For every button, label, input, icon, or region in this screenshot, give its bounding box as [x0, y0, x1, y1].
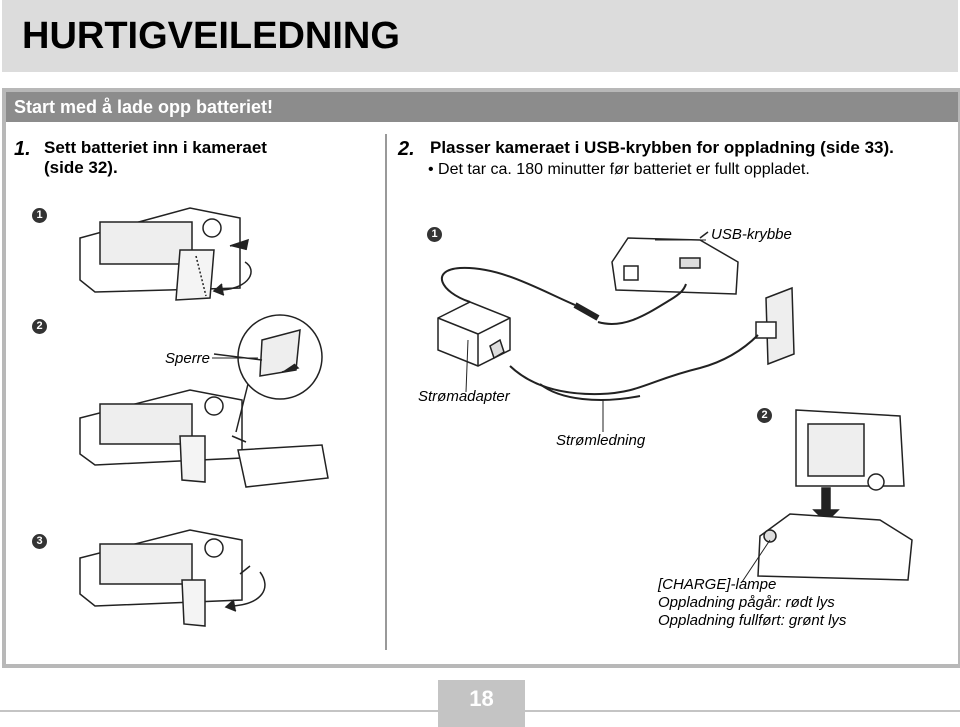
step-2-text: Plasser kameraet i USB-krybben for oppla…	[430, 138, 894, 157]
step-1-text-line1: Sett batteriet inn i kameraet	[44, 138, 267, 157]
label-charge-lamp: [CHARGE]-lampe	[658, 576, 777, 593]
page-title: HURTIGVEILEDNING	[22, 15, 400, 57]
camera-illustration-1	[79, 207, 252, 301]
section-bar	[6, 92, 958, 122]
label-charging: Oppladning pågår: rødt lys	[658, 594, 835, 611]
marker-1-left: 1	[32, 208, 47, 223]
cables	[440, 266, 759, 401]
title-bar	[2, 0, 958, 72]
camera-illustration-2	[79, 314, 329, 488]
label-charged: Oppladning fullført: grønt lys	[658, 612, 847, 629]
label-leaders	[212, 239, 771, 583]
label-usb-krybbe: USB-krybbe	[711, 226, 792, 243]
marker-3-left: 3	[32, 534, 47, 549]
label-sperre: Sperre	[165, 350, 211, 367]
page-number-box	[438, 680, 525, 727]
marker-2-left: 2	[32, 319, 47, 334]
camera-illustration-3	[79, 529, 266, 627]
column-divider	[385, 134, 387, 650]
step-1-text-line2: (side 32).	[44, 158, 118, 177]
wall-outlet-illustration	[755, 286, 795, 366]
power-adapter-illustration	[437, 301, 511, 367]
label-stromledning: Strømledning	[556, 432, 646, 449]
camera-on-cradle-illustration	[757, 409, 913, 581]
marker-1-right: 1	[427, 227, 442, 242]
usb-cradle-illustration	[611, 231, 739, 295]
section-title: Start med å lade opp batteriet!	[14, 97, 274, 117]
step-1-number: 1.	[14, 138, 31, 160]
step-2-number: 2.	[398, 138, 415, 160]
step-2-bullet: • Det tar ca. 180 minutter før batteriet…	[428, 161, 810, 178]
marker-2-right: 2	[757, 408, 772, 423]
label-stromadapter: Strømadapter	[418, 388, 510, 405]
page-number: 18	[469, 686, 494, 711]
